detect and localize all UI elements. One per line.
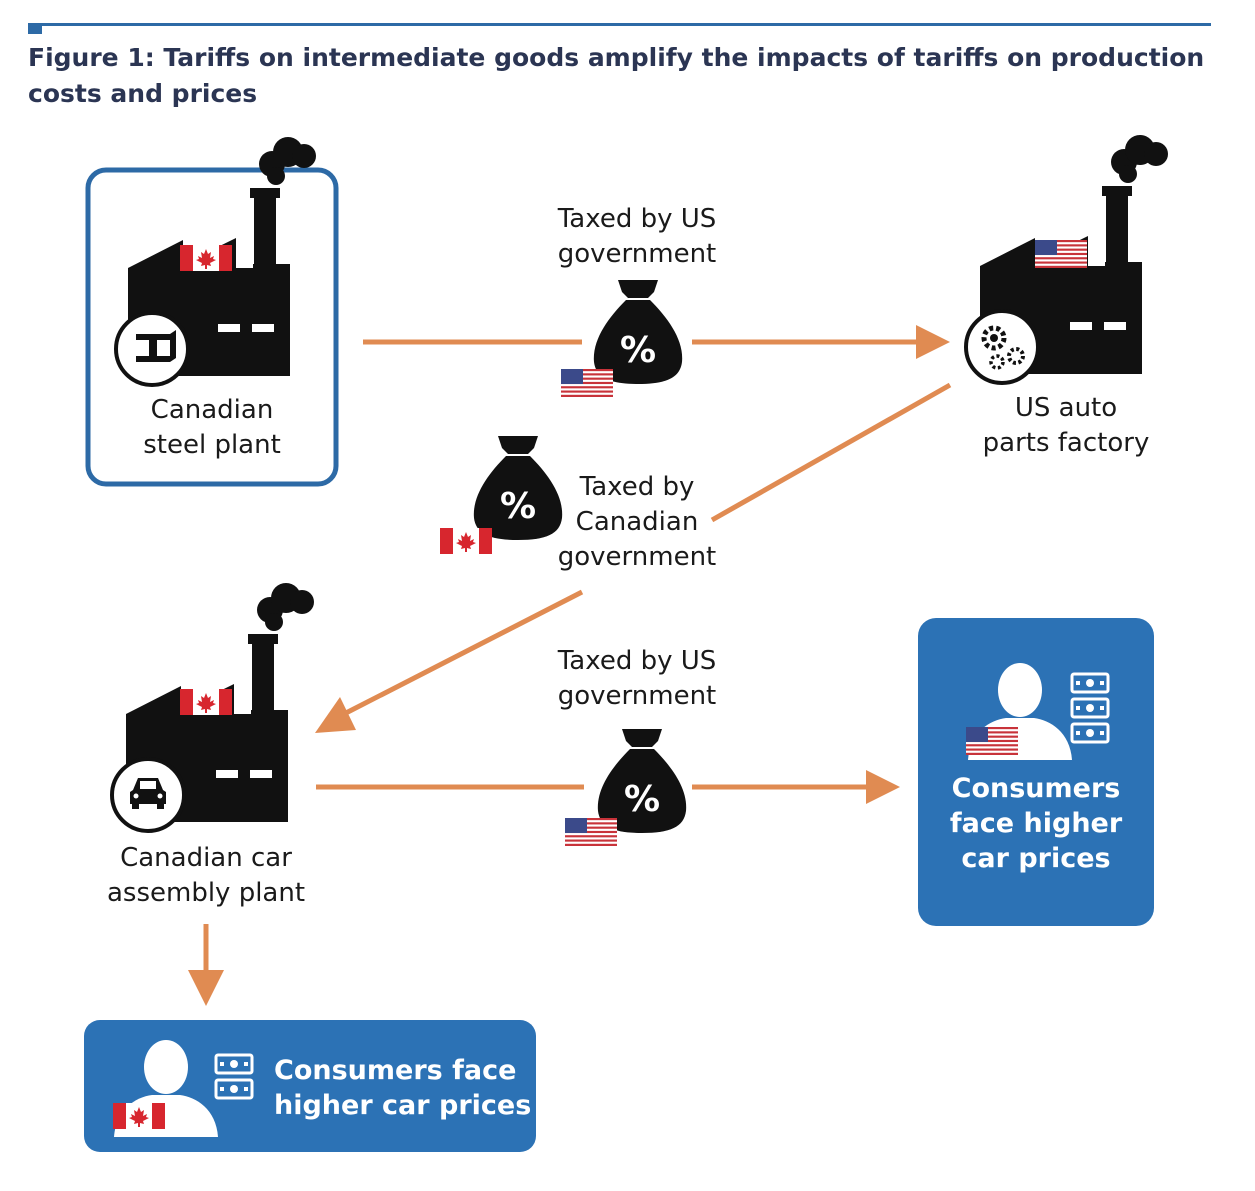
header-rule bbox=[28, 23, 1211, 26]
arrow-steel-to-parts bbox=[363, 325, 950, 359]
us-consumers-box bbox=[918, 618, 1154, 926]
ca-consumers-label: Consumers face higher car prices bbox=[274, 1053, 532, 1123]
car-icon bbox=[110, 757, 186, 833]
tariff-label-us-2: Taxed by US government bbox=[532, 644, 742, 714]
label-line: Canadian bbox=[575, 507, 699, 537]
steel-plant-label: Canadian steel plant bbox=[88, 393, 336, 463]
percent-symbol: % bbox=[500, 486, 536, 527]
label-line: car prices bbox=[961, 843, 1111, 874]
us-consumers-label: Consumers face higher car prices bbox=[918, 771, 1154, 876]
tariff-label-us-1: Taxed by US government bbox=[532, 202, 742, 272]
canada-flag-icon bbox=[180, 689, 232, 715]
arrow-assembly-to-us-consumers bbox=[316, 770, 900, 804]
label-line: Taxed by bbox=[579, 472, 695, 502]
arrow-assembly-to-ca-consumers bbox=[188, 924, 224, 1006]
tariff-label-canada: Taxed by Canadian government bbox=[547, 470, 727, 575]
arrow-parts-to-assembly bbox=[315, 382, 952, 733]
label-line: higher car prices bbox=[274, 1090, 532, 1121]
us-flag-icon bbox=[561, 369, 613, 397]
label-line: parts factory bbox=[982, 428, 1150, 458]
label-line: government bbox=[557, 681, 717, 711]
header-tab-mark bbox=[28, 26, 42, 34]
figure-title: Figure 1: Tariffs on intermediate goods … bbox=[28, 43, 1205, 108]
canada-flag-icon bbox=[180, 245, 232, 271]
canada-flag-icon bbox=[440, 528, 492, 554]
us-flag-icon bbox=[1035, 240, 1087, 268]
us-flag-icon bbox=[565, 818, 617, 846]
label-line: Taxed by US bbox=[557, 646, 717, 676]
label-line: government bbox=[557, 542, 717, 572]
percent-symbol: % bbox=[624, 779, 660, 820]
label-line: assembly plant bbox=[106, 878, 306, 908]
label-line: Consumers bbox=[951, 773, 1121, 804]
percent-symbol: % bbox=[620, 330, 656, 371]
label-line: government bbox=[557, 239, 717, 269]
label-line: Canadian car bbox=[120, 843, 292, 873]
gears-icon bbox=[964, 309, 1040, 385]
steel-beam-icon bbox=[114, 311, 190, 387]
label-line: Canadian bbox=[150, 395, 274, 425]
label-line: Taxed by US bbox=[557, 204, 717, 234]
label-line: face higher bbox=[949, 808, 1123, 839]
us-flag-icon bbox=[966, 727, 1018, 755]
canada-flag-icon bbox=[113, 1103, 165, 1129]
label-line: US auto bbox=[1014, 393, 1118, 423]
auto-parts-label: US auto parts factory bbox=[960, 391, 1172, 461]
car-assembly-label: Canadian car assembly plant bbox=[86, 841, 326, 911]
label-line: steel plant bbox=[143, 430, 281, 460]
label-line: Consumers face bbox=[274, 1055, 517, 1086]
